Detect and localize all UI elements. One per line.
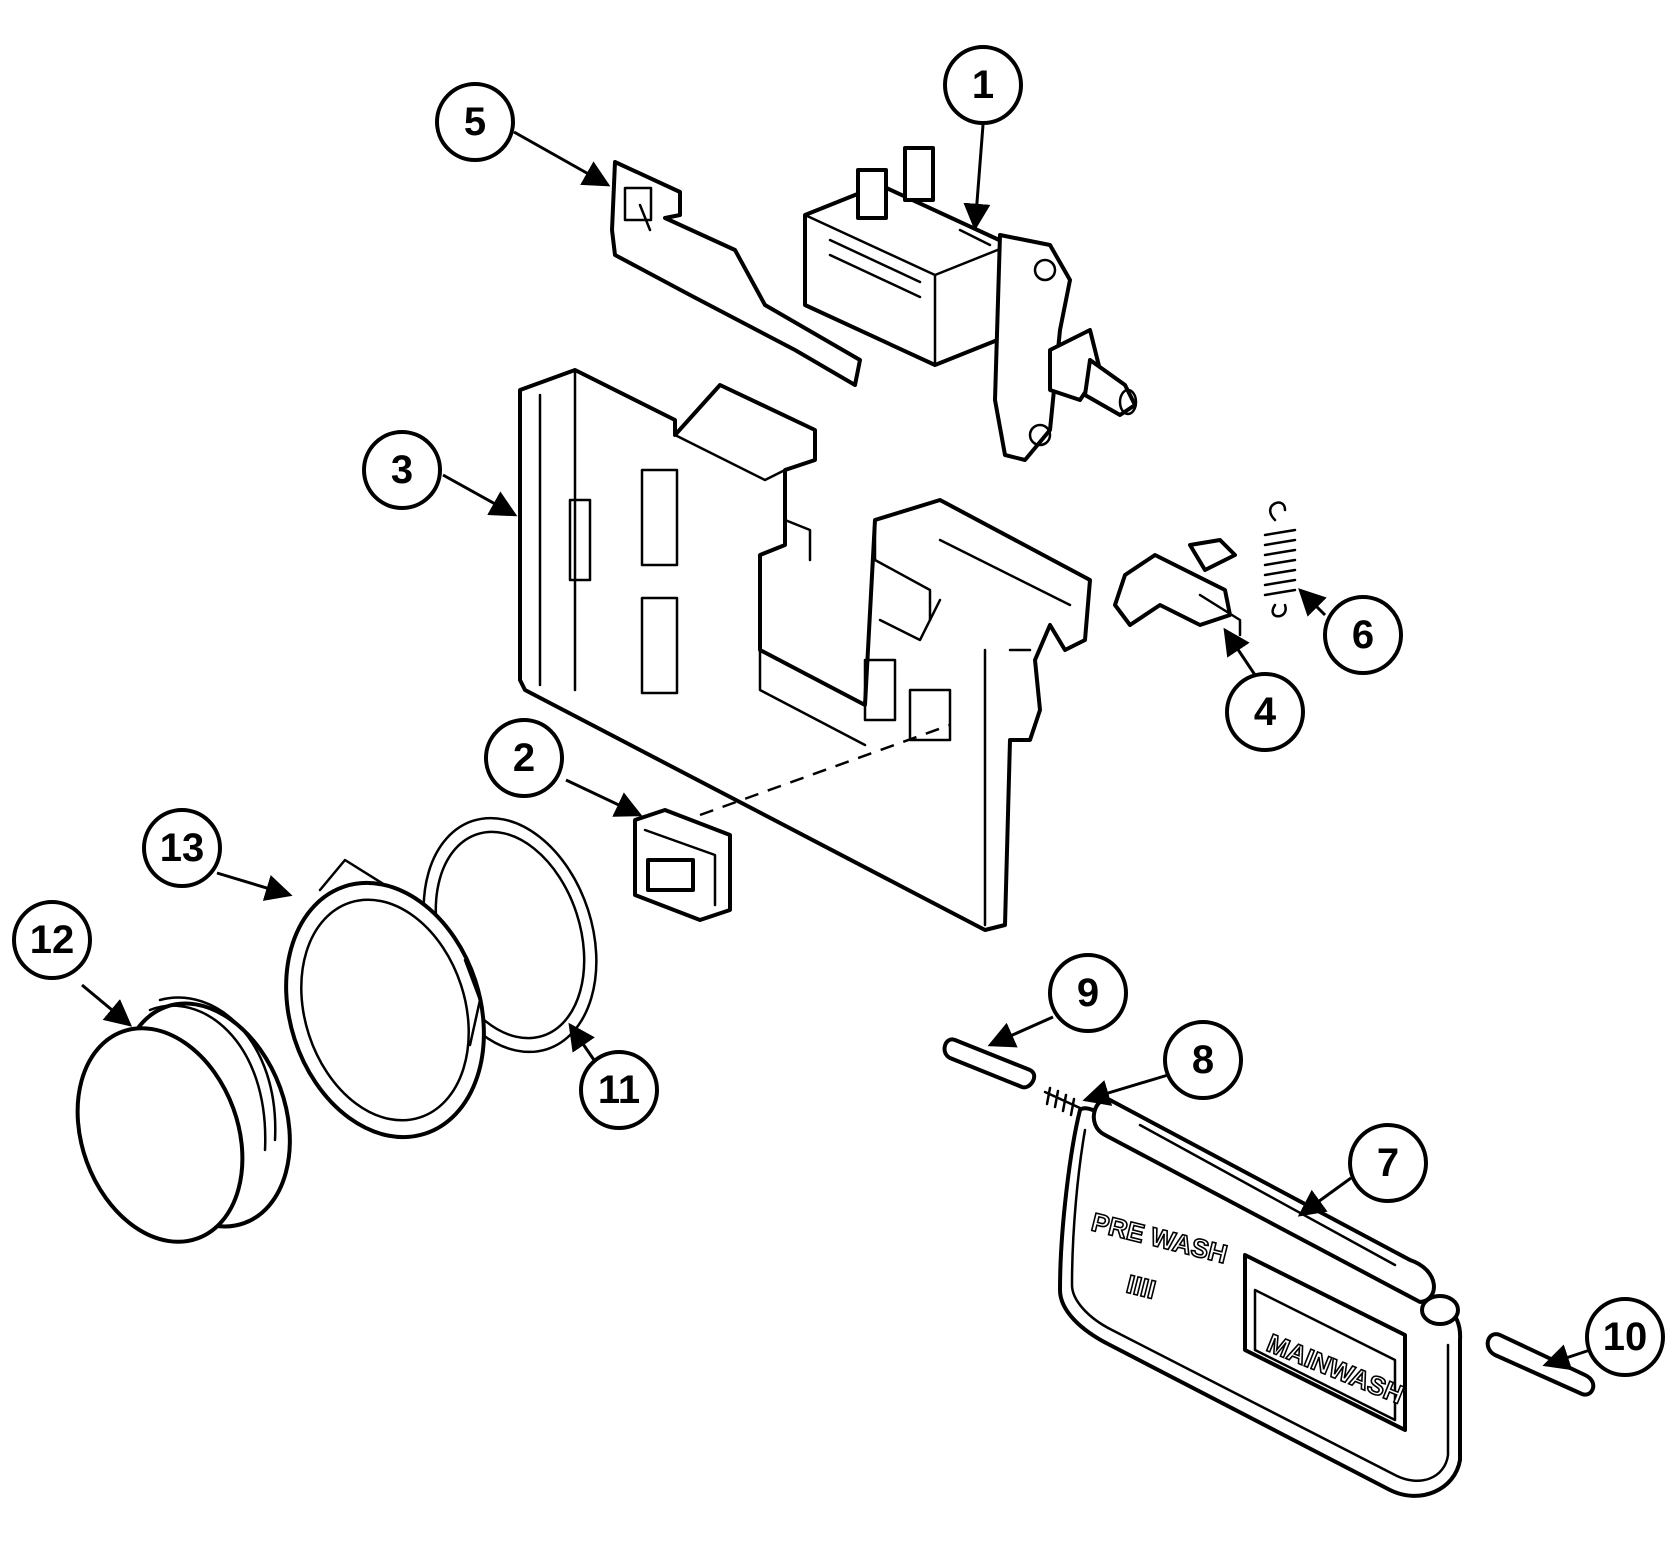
- part-1-switch: [803, 146, 1138, 462]
- part-13-bezel: [284, 858, 486, 1140]
- part-5-lever: [610, 160, 862, 387]
- callout-3-label: 3: [391, 448, 413, 492]
- callout-9: 9: [1048, 953, 1128, 1033]
- callout-6: 6: [1323, 595, 1403, 675]
- callout-1-label: 1: [972, 63, 994, 107]
- callout-9-label: 9: [1077, 971, 1099, 1015]
- callout-5-label: 5: [464, 100, 486, 144]
- callout-11: 11: [579, 1050, 659, 1130]
- callout-11-label: 11: [598, 1068, 640, 1112]
- callout-2-label: 2: [513, 736, 535, 780]
- callout-4-label: 4: [1254, 690, 1277, 734]
- part-10-pin: [1485, 1332, 1596, 1397]
- part-12-knob: [75, 996, 292, 1244]
- callout-12-label: 12: [30, 918, 75, 962]
- callout-10: 10: [1585, 1297, 1665, 1377]
- part-6-spring: [1263, 501, 1297, 618]
- callout-2: 2: [484, 718, 564, 798]
- leader-lines: [81, 124, 1591, 1371]
- part-2-insert: [633, 808, 732, 922]
- callout-8: 8: [1163, 1020, 1243, 1100]
- callout-8-label: 8: [1192, 1038, 1214, 1082]
- part-4-latch: [1113, 538, 1242, 637]
- part-8-spring: [1043, 1086, 1082, 1117]
- callout-12: 12: [12, 900, 92, 980]
- callout-1: 1: [943, 45, 1023, 125]
- prewash-markings: IIII: [1124, 1269, 1159, 1305]
- callout-13-label: 13: [160, 826, 205, 870]
- callout-6-label: 6: [1352, 613, 1374, 657]
- callout-10-label: 10: [1603, 1315, 1648, 1359]
- part-9-pin: [942, 1037, 1037, 1090]
- callout-13: 13: [142, 808, 222, 888]
- callout-3: 3: [362, 430, 442, 510]
- callout-7-label: 7: [1377, 1141, 1399, 1185]
- callout-7: 7: [1348, 1123, 1428, 1203]
- assembly-guide-line: [699, 723, 951, 817]
- part-7-panel: PRE WASH MAINWASH IIII: [1058, 1097, 1463, 1498]
- callout-5: 5: [435, 82, 515, 162]
- callout-4: 4: [1225, 672, 1305, 752]
- part-3-bracket: [518, 368, 1092, 932]
